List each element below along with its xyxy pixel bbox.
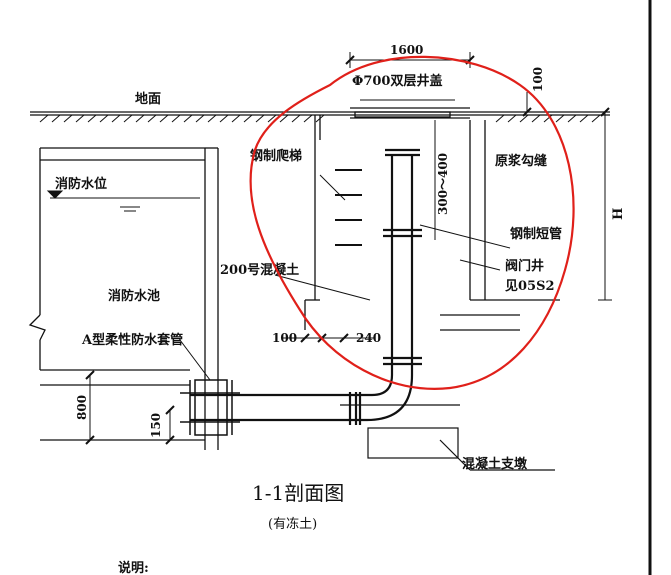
water-level-mark xyxy=(46,190,200,212)
red-annotation-circle xyxy=(249,55,575,390)
ground-line xyxy=(30,111,610,116)
dim-1600: 1600 xyxy=(390,43,423,57)
dim-100-top: 100 xyxy=(531,67,545,92)
concrete-support xyxy=(340,404,555,471)
dim-800: 800 xyxy=(75,395,89,420)
steel-short-pipe-label: 钢制短管 xyxy=(510,226,562,242)
h-mark-label: H xyxy=(611,208,626,220)
manhole-cover-label: Φ700双层井盖 xyxy=(352,73,442,89)
drawing-title: 1-1剖面图 xyxy=(252,481,344,505)
ladder-rungs xyxy=(335,169,362,246)
notes-heading: 说明: xyxy=(118,560,149,575)
dimension-lines xyxy=(89,52,612,440)
steel-ladder-label: 钢制爬梯 xyxy=(250,148,302,164)
dim-300-400: 300～400 xyxy=(436,153,450,215)
valve-well-ref-label: 见05S2 xyxy=(505,279,555,294)
fire-pool-label: 消防水池 xyxy=(108,288,160,304)
valve-well-label: 阀门井 xyxy=(505,258,544,274)
drawing-subtitle: (有冻土) xyxy=(268,516,317,532)
valve-well-structure xyxy=(304,107,560,331)
fire-water-level-label: 消防水位 xyxy=(55,176,107,192)
fire-pool-structure xyxy=(28,147,219,450)
dim-240: 240 xyxy=(356,331,381,345)
concrete-support-label: 混凝土支墩 xyxy=(462,456,528,472)
horizontal-pipe xyxy=(190,374,414,425)
sleeve-label: A型柔性防水套管 xyxy=(81,332,183,348)
vertical-pipe xyxy=(383,148,422,375)
ground-label: 地面 xyxy=(135,91,161,107)
ground-hatch xyxy=(39,114,601,123)
mortar-joint-label: 原浆勾缝 xyxy=(495,153,547,169)
dimension-ticks xyxy=(85,55,610,445)
sleeve-fitting xyxy=(180,379,240,436)
dim-150: 150 xyxy=(149,413,163,438)
concrete-200-label: 200号混凝土 xyxy=(220,262,299,278)
dim-100-bottom: 100 xyxy=(272,331,297,345)
